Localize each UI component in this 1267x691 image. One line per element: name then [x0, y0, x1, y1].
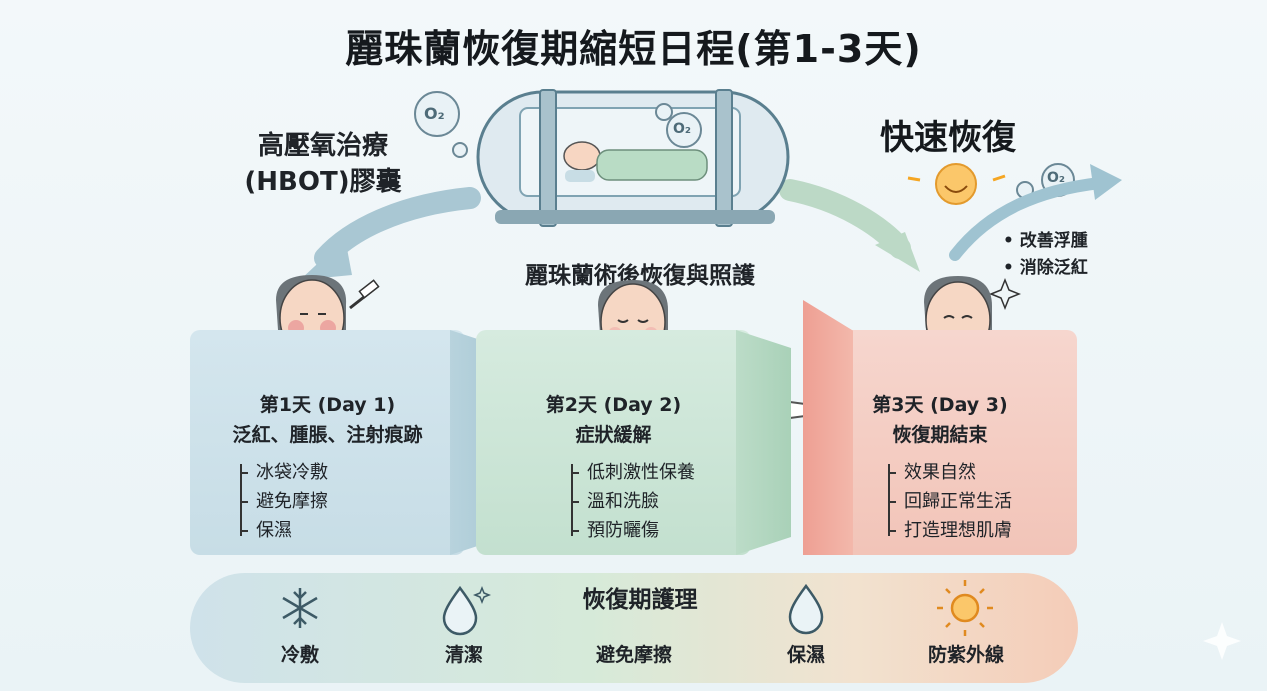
sparkle-icon: [1203, 622, 1241, 660]
day1-header: 第1天 (Day 1) 泛紅、腫脹、注射痕跡: [190, 390, 465, 450]
oxygen-bubble-label: O₂: [1047, 170, 1066, 186]
step-connector: [240, 464, 242, 536]
step-item: 回歸正常生活: [888, 487, 1012, 516]
day3-card: 第3天 (Day 3) 恢復期結束 效果自然 回歸正常生活 打造理想肌膚: [803, 300, 1077, 555]
card-side-panel: [736, 330, 791, 555]
water-drop-sparkle-icon: [442, 585, 492, 636]
day2-title: 第2天 (Day 2): [545, 394, 682, 416]
hbot-label-line1: 高壓氧治療: [257, 131, 388, 161]
sun-icon: [937, 580, 993, 636]
step-item: 預防曬傷: [571, 516, 695, 545]
day2-header: 第2天 (Day 2) 症狀緩解: [476, 390, 751, 450]
water-drop-icon: [788, 583, 824, 635]
step-connector: [571, 464, 573, 536]
care-item-cleansing: 清潔: [444, 644, 483, 666]
oxygen-bubble-label: O₂: [673, 121, 692, 137]
fast-recovery-label: 快速恢復: [880, 118, 1016, 158]
day2-steps: 低刺激性保養 溫和洗臉 預防曬傷: [571, 458, 695, 545]
step-connector: [888, 464, 890, 536]
step-item: 避免摩擦: [240, 487, 328, 516]
day3-header: 第3天 (Day 3) 恢復期結束: [803, 390, 1077, 450]
step-item: 保濕: [240, 516, 328, 545]
recovery-care-title: 恢復期護理: [582, 587, 698, 613]
care-item-cold-compress: 冷敷: [280, 644, 319, 666]
care-item-moisturize: 保濕: [786, 644, 825, 666]
care-item-uv-protection: 防紫外線: [927, 644, 1004, 666]
page-title: 麗珠蘭恢復期縮短日程(第1-3天): [345, 27, 922, 71]
day1-subtitle: 泛紅、腫脹、注射痕跡: [232, 424, 423, 446]
benefit-item: 改善浮腫: [1003, 228, 1088, 255]
day1-steps: 冰袋冷敷 避免摩擦 保濕: [240, 458, 328, 545]
step-item: 冰袋冷敷: [240, 458, 328, 487]
recovery-care-bar: [190, 573, 1078, 683]
day1-title: 第1天 (Day 1): [259, 394, 396, 416]
oxygen-bubble-label: O₂: [424, 104, 445, 123]
care-item-avoid-friction: 避免摩擦: [595, 644, 672, 666]
snowflake-icon: [282, 588, 318, 628]
benefit-list: 改善浮腫 消除泛紅: [1003, 228, 1088, 282]
step-item: 效果自然: [888, 458, 1012, 487]
benefit-item: 消除泛紅: [1003, 255, 1088, 282]
day2-card: 第2天 (Day 2) 症狀緩解 低刺激性保養 溫和洗臉 預防曬傷: [476, 330, 791, 555]
day3-subtitle: 恢復期結束: [892, 424, 988, 446]
day2-subtitle: 症狀緩解: [575, 424, 652, 446]
day3-title: 第3天 (Day 3): [872, 394, 1008, 416]
step-item: 溫和洗臉: [571, 487, 695, 516]
day3-steps: 效果自然 回歸正常生活 打造理想肌膚: [888, 458, 1012, 545]
step-item: 低刺激性保養: [571, 458, 695, 487]
step-item: 打造理想肌膚: [888, 516, 1012, 545]
hbot-label-line2: (HBOT)膠囊: [244, 167, 402, 197]
hbot-label: 高壓氧治療 (HBOT)膠囊: [218, 128, 428, 200]
card-side-panel: [803, 300, 853, 555]
